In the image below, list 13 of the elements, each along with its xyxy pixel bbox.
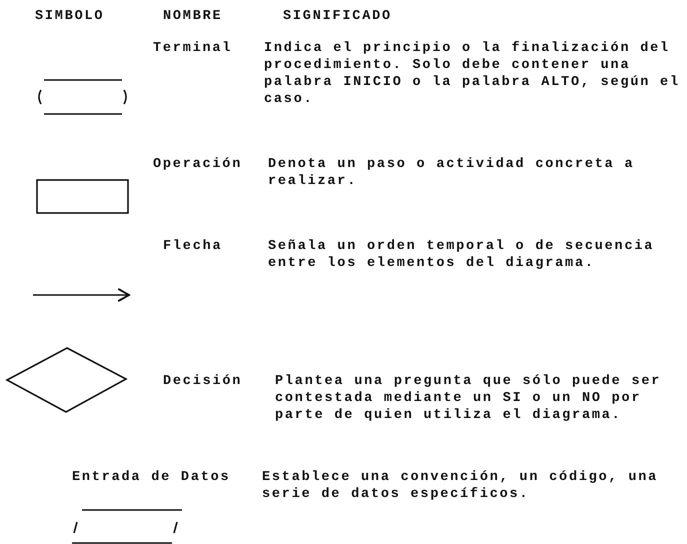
symbol-description: Señala un orden temporal o de secuencia entre los elementos del diagrama. <box>268 238 656 272</box>
symbol-name: Decisión <box>163 373 242 390</box>
symbol-name: Terminal <box>153 40 232 57</box>
symbol-name: Operación <box>153 156 242 173</box>
column-header: NOMBRE <box>163 8 222 25</box>
symbol-description: Indica el principio o la finalización del procedimiento. Solo debe contener una palabra INICIO o la palabra ALTO, según el caso. <box>264 40 681 108</box>
symbol-name: Flecha <box>163 238 222 255</box>
symbol-description: Denota un paso o actividad concreta a realizar. <box>268 156 636 190</box>
symbol-description: Plantea una pregunta que sólo puede ser contestada mediante un SI o un NO por parte de quien utiliza el diagrama. <box>275 373 662 424</box>
symbol-description: Establece una convención, un código, una serie de datos específicos. <box>262 469 660 503</box>
column-header: SIGNIFICADO <box>283 8 392 25</box>
symbol-name: Entrada de Datos <box>72 469 230 486</box>
column-header: SIMBOLO <box>35 8 104 25</box>
